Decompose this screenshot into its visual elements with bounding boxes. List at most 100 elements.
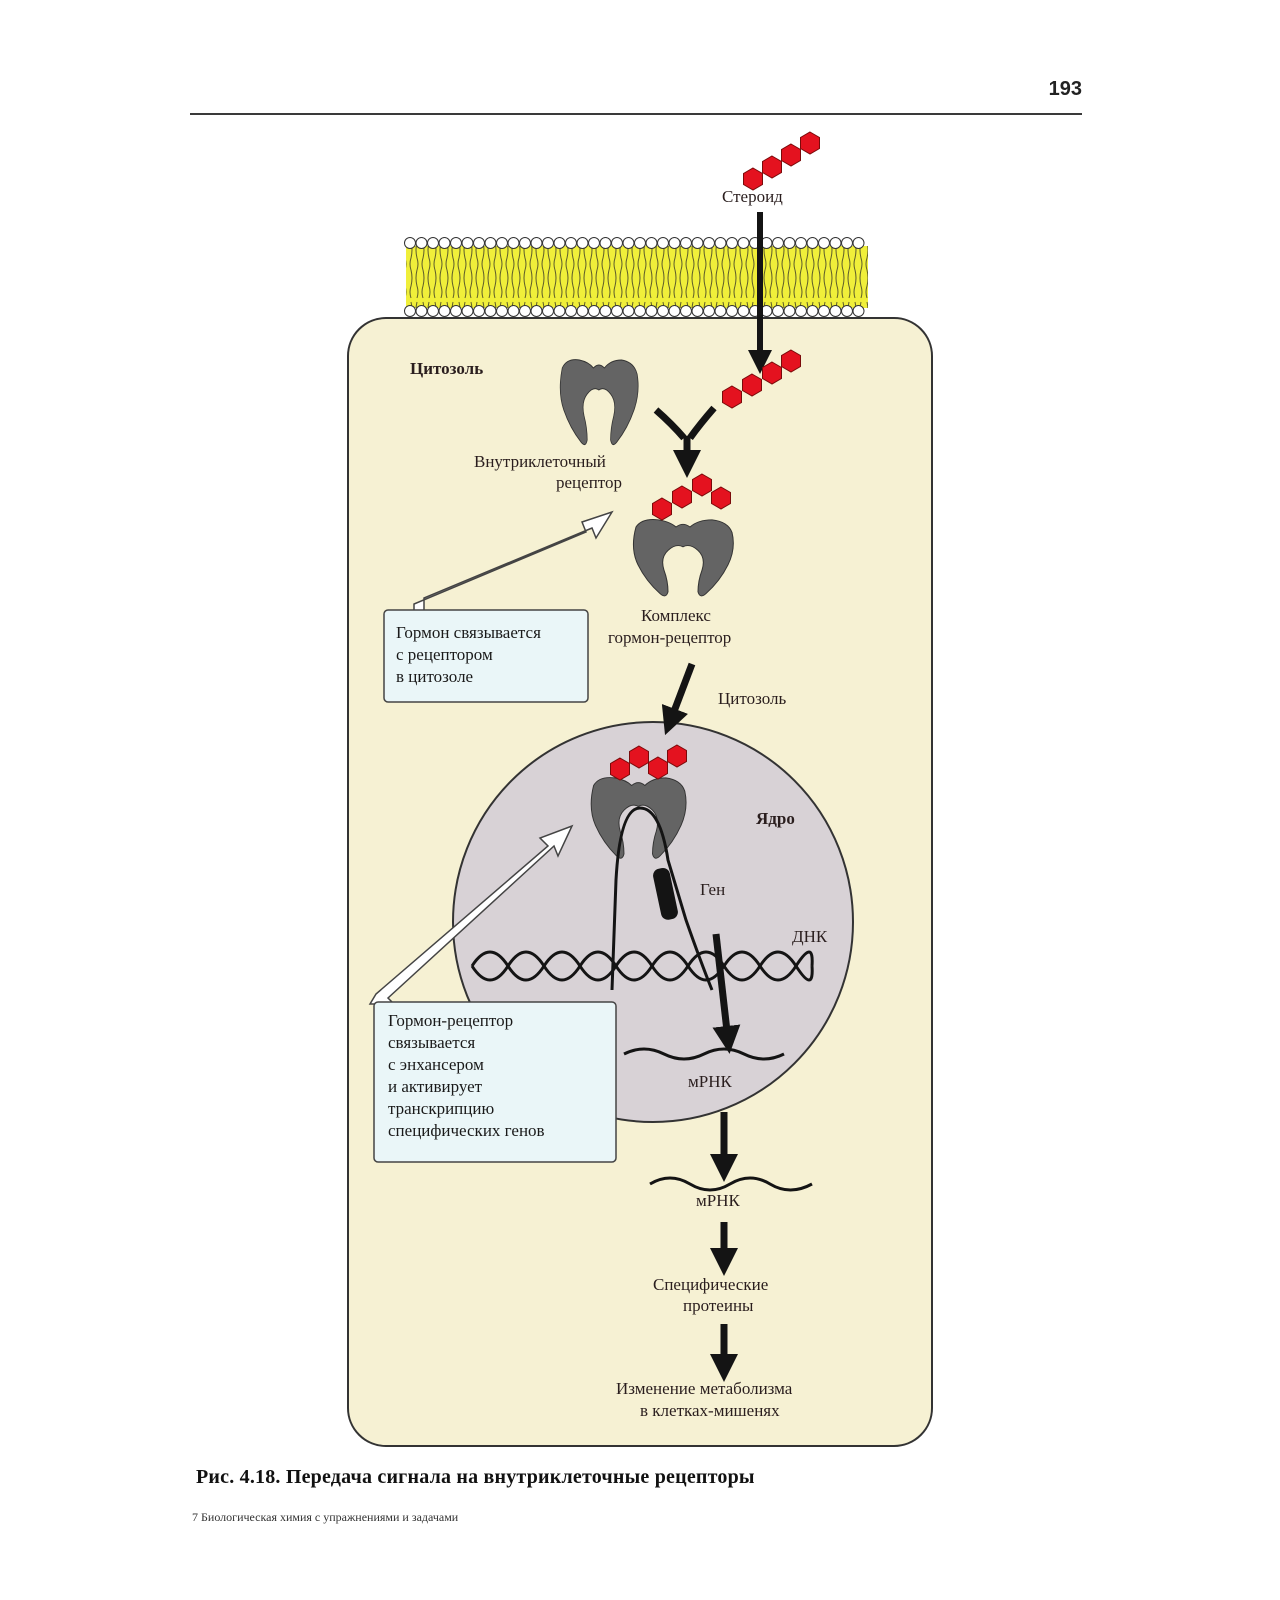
lipid-head <box>427 305 439 317</box>
binding-callout-line: Гормон связывается <box>396 623 541 642</box>
enhancer-callout-line: специфических генов <box>388 1121 545 1140</box>
lipid-head <box>622 237 635 249</box>
lipid-head <box>772 237 784 249</box>
binding-callout-line: в цитозоле <box>396 667 474 686</box>
lipid-head <box>783 305 796 317</box>
complex-label-1: Комплекс <box>641 606 711 625</box>
lipid-head <box>507 237 520 249</box>
lipid-head <box>645 237 658 249</box>
enhancer-callout-text: Гормон-рецептор связывается с энхансером… <box>388 1010 545 1142</box>
lipid-head <box>427 237 439 249</box>
nucleus-label: Ядро <box>756 809 795 828</box>
cytosol-label-top: Цитозоль <box>410 359 483 378</box>
lipid-head <box>852 305 865 317</box>
page-footer: 7 Биологическая химия с упражнениями и з… <box>192 1510 459 1524</box>
metabolism-label-1: Изменение метаболизма <box>616 1379 793 1398</box>
lipid-head <box>438 237 451 249</box>
lipid-head <box>530 305 543 317</box>
lipid-head <box>484 237 497 249</box>
lipid-head <box>461 237 474 249</box>
lipid-head <box>841 305 853 317</box>
mrna-nucleus-label: мРНК <box>688 1072 732 1091</box>
lipid-head <box>415 237 428 249</box>
lipid-head <box>795 305 807 317</box>
cell-membrane <box>404 237 868 317</box>
lipid-head <box>565 237 577 249</box>
lipid-head <box>576 237 589 249</box>
steroid-label: Стероид <box>722 187 783 206</box>
enhancer-callout-line: транскрипцию <box>388 1099 495 1118</box>
lipid-head <box>714 305 727 317</box>
enhancer-callout-line: связывается <box>388 1033 476 1052</box>
enhancer-callout-line: с энхансером <box>388 1055 484 1074</box>
lipid-head <box>806 237 819 249</box>
lipid-head <box>519 305 531 317</box>
lipid-head <box>852 237 865 249</box>
lipid-head <box>599 305 612 317</box>
lipid-head <box>691 305 704 317</box>
lipid-head <box>668 305 681 317</box>
lipid-head <box>645 305 658 317</box>
lipid-head <box>829 305 842 317</box>
complex-label-2: гормон-рецептор <box>608 628 731 647</box>
lipid-head <box>473 237 485 249</box>
lipid-head <box>691 237 704 249</box>
metabolism-label-2: в клетках-мишенях <box>640 1401 780 1420</box>
mrna-nucleus <box>623 1047 785 1061</box>
intracellular-receptor-label-2: рецептор <box>556 473 622 492</box>
binding-callout-box <box>383 609 589 703</box>
page-number: 193 <box>1048 78 1082 100</box>
lipid-head <box>599 237 612 249</box>
lipid-head <box>542 237 554 249</box>
lipid-head <box>818 237 830 249</box>
lipid-head <box>611 305 623 317</box>
lipid-head <box>657 305 669 317</box>
lipid-head <box>576 305 589 317</box>
lipid-head <box>565 305 577 317</box>
enhancer-callout-pointer <box>368 824 574 1005</box>
lipid-head <box>450 305 462 317</box>
lipid-head <box>588 237 600 249</box>
lipid-head <box>795 237 807 249</box>
mrna-cytosol <box>649 1176 813 1192</box>
lipid-head <box>703 305 715 317</box>
lipid-head <box>737 305 750 317</box>
lipid-head <box>496 305 508 317</box>
lipid-head <box>588 305 600 317</box>
lipid-head <box>553 305 566 317</box>
enhancer-callout-box <box>373 1001 617 1163</box>
lipid-head <box>507 305 520 317</box>
lipid-head <box>461 305 474 317</box>
lipid-head <box>657 237 669 249</box>
merge-arrow <box>653 405 717 478</box>
lipid-head <box>703 237 715 249</box>
lipid-head <box>519 237 531 249</box>
lipid-head <box>634 237 646 249</box>
lipid-head <box>473 305 485 317</box>
lipid-head <box>726 305 738 317</box>
lipid-head <box>415 305 428 317</box>
gene-segment <box>653 867 678 920</box>
lipid-head <box>783 237 796 249</box>
lipid-head <box>634 305 646 317</box>
enhancer-callout-line: и активирует <box>388 1077 483 1096</box>
header-rule <box>190 113 1082 115</box>
proteins-label-1: Специфические <box>653 1275 768 1294</box>
lipid-head <box>438 305 451 317</box>
lipid-head <box>450 237 462 249</box>
lipid-head <box>772 305 784 317</box>
gene-label: Ген <box>700 880 725 899</box>
steroid-molecule-outside <box>743 131 820 191</box>
lipid-head <box>806 305 819 317</box>
proteins-label-2: протеины <box>683 1296 754 1315</box>
lipid-head <box>622 305 635 317</box>
binding-callout-text: Гормон связывается с рецептором в цитозо… <box>396 622 541 688</box>
lipid-head <box>484 305 497 317</box>
lipid-head <box>680 237 692 249</box>
cytosol-label-mid: Цитозоль <box>718 689 786 708</box>
lipid-head <box>496 237 508 249</box>
dna-label: ДНК <box>792 927 828 946</box>
lipid-head <box>553 237 566 249</box>
mrna-cytosol-label: мРНК <box>696 1191 740 1210</box>
